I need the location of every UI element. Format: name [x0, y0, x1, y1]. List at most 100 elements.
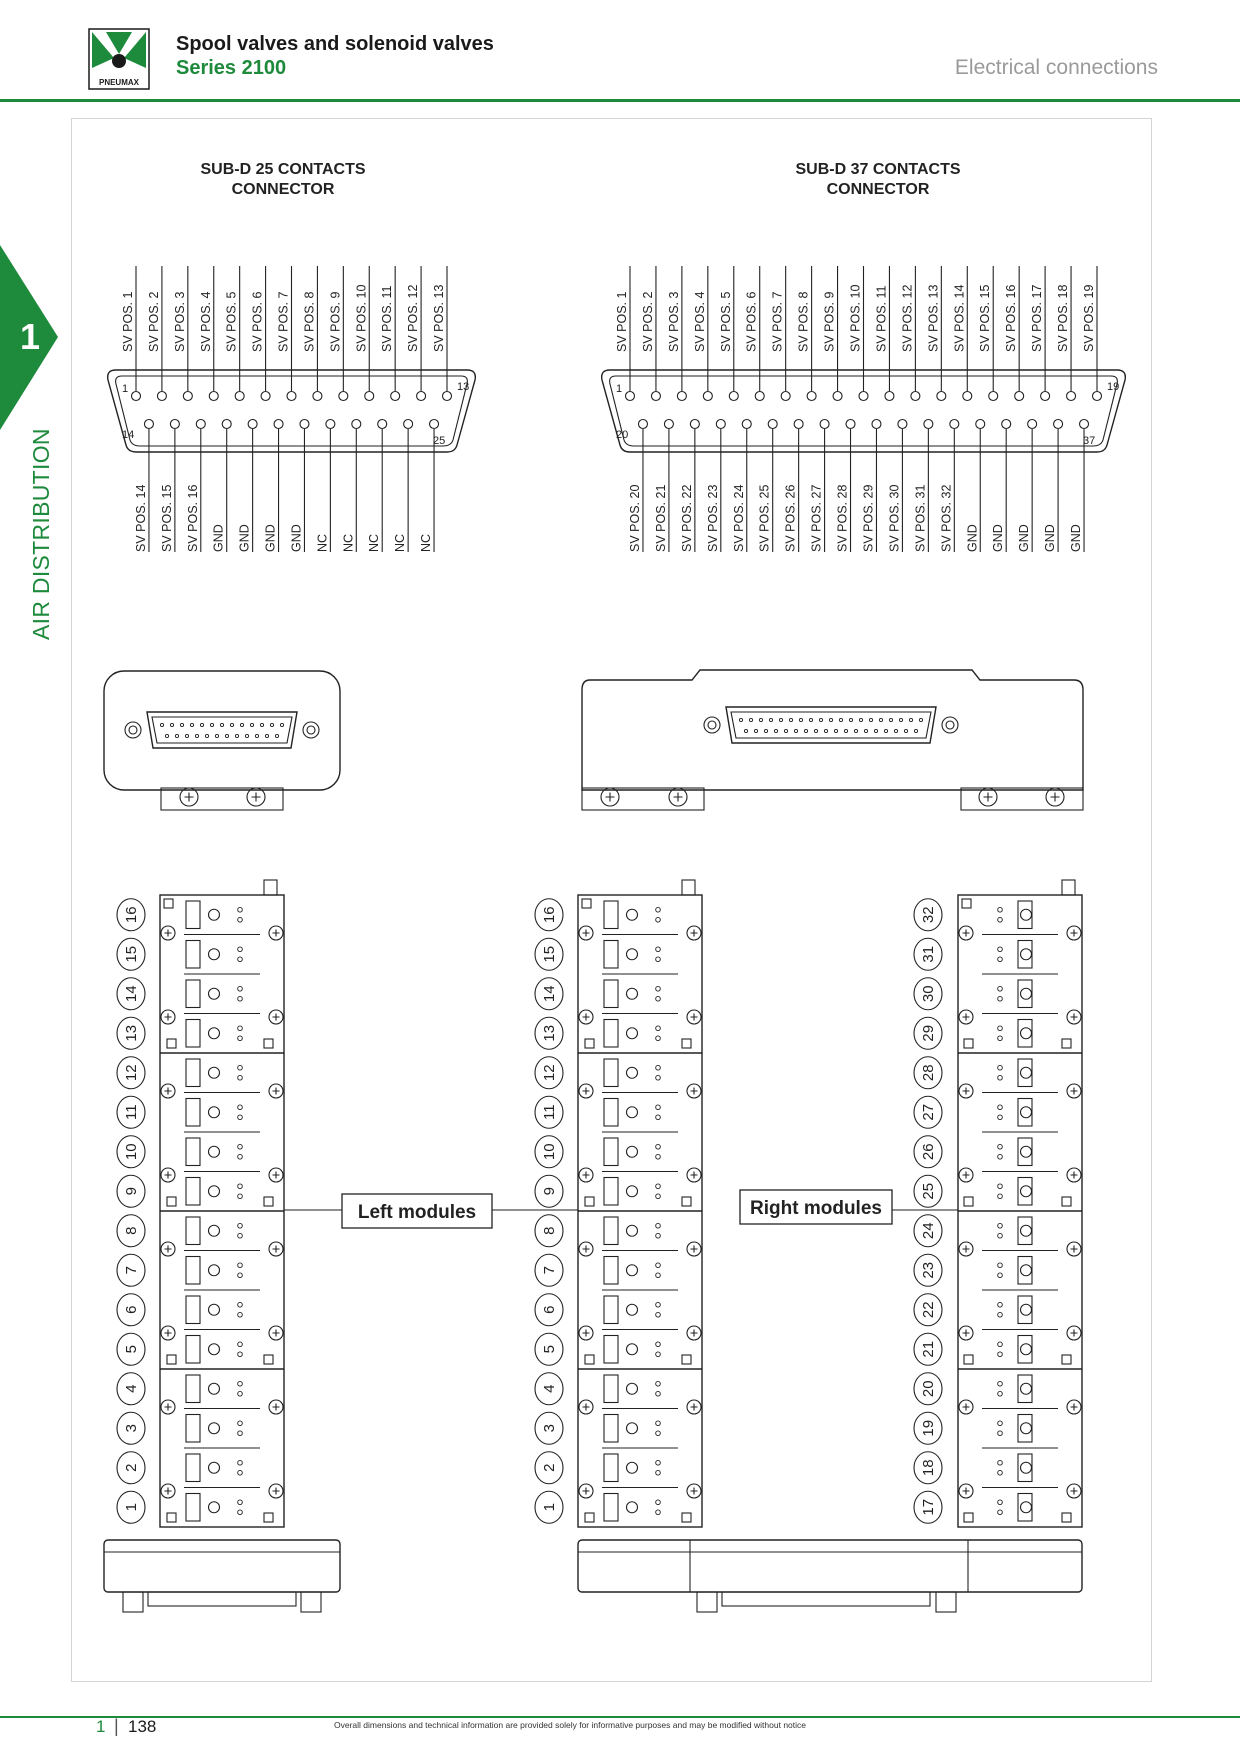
led-indicator	[1019, 1066, 1033, 1079]
page-title: Spool valves and solenoid valves	[176, 33, 494, 55]
port-dot	[237, 1459, 243, 1466]
dsub-pin	[783, 728, 789, 734]
position-number: 8	[541, 1227, 558, 1235]
module-tab	[581, 898, 592, 909]
pin-bottom	[897, 418, 908, 430]
position-number: 10	[123, 1143, 140, 1160]
hex-nut	[941, 716, 959, 734]
pin-top	[1091, 390, 1103, 402]
position-number: 27	[920, 1104, 937, 1121]
port-dot	[655, 917, 661, 923]
position-number: 9	[541, 1187, 558, 1195]
screw-slot	[962, 1245, 970, 1253]
led-indicator	[207, 908, 221, 921]
dsub-37-port-inner	[730, 711, 932, 739]
module-tab	[166, 1038, 177, 1049]
port-dot	[997, 1499, 1003, 1505]
position-bubble	[116, 977, 146, 1011]
dsub-pin	[908, 717, 914, 723]
position-bubble	[116, 1490, 146, 1524]
dsub-pin	[848, 717, 854, 723]
module-tab	[166, 1196, 177, 1207]
port-dot	[655, 1499, 661, 1505]
position-bubble	[534, 937, 564, 971]
dsub-pin	[858, 717, 864, 723]
position-number: 31	[920, 946, 937, 963]
port-dot	[997, 1222, 1003, 1229]
led-indicator	[625, 1461, 639, 1474]
module-tab	[166, 1512, 177, 1523]
screw-icon	[686, 925, 702, 941]
screw-slot	[983, 792, 993, 802]
port-dot	[237, 956, 243, 963]
hex-nut-hole	[707, 720, 717, 730]
position-number: 13	[541, 1025, 558, 1042]
port-dot	[997, 1301, 1003, 1308]
pin-bottom	[247, 418, 258, 430]
base-connector	[147, 1591, 297, 1607]
connector-shell-inner	[609, 375, 1118, 447]
screw-slot	[690, 1329, 698, 1337]
module-tab	[963, 1354, 974, 1365]
pin-bottom	[949, 418, 960, 430]
solenoid-coil	[185, 1058, 201, 1088]
pin-top	[624, 390, 636, 402]
pin-bottom	[403, 418, 414, 430]
dsub-pin	[883, 728, 889, 734]
screw-icon	[578, 1083, 594, 1099]
module-tab	[961, 898, 972, 909]
led-indicator	[1019, 1027, 1033, 1040]
port-dot	[237, 986, 243, 992]
pin-label: SV POS. 28	[836, 485, 850, 552]
pin-bottom	[428, 418, 440, 430]
screw-icon	[160, 1399, 176, 1415]
pin-label: SV POS. 23	[706, 485, 720, 552]
port-dot	[655, 1301, 661, 1308]
port-dot	[655, 1035, 661, 1041]
module-tab	[963, 1196, 974, 1207]
pin-label: SV POS. 2	[147, 292, 161, 352]
pin-label: SV POS. 5	[225, 292, 239, 352]
screw-slot	[1070, 1245, 1078, 1253]
screw-slot	[673, 792, 683, 802]
screw-icon	[958, 1241, 974, 1257]
dsub-pin	[748, 717, 754, 723]
solenoid-coil	[185, 1492, 201, 1522]
logo-wordmark: PNEUMAX	[99, 78, 140, 87]
led-indicator	[625, 1343, 639, 1356]
screw-slot	[251, 792, 261, 802]
position-bubble	[913, 1293, 943, 1327]
position-number: 26	[920, 1143, 937, 1160]
base-foot	[935, 1591, 957, 1613]
position-bubble	[116, 1332, 146, 1366]
position-number: 32	[920, 906, 937, 923]
led-indicator	[1019, 1382, 1033, 1395]
screw-icon	[268, 1399, 284, 1415]
port-dot	[237, 1430, 243, 1436]
screw-slot	[690, 1171, 698, 1179]
screw-icon	[958, 1325, 974, 1341]
position-number: 15	[123, 946, 140, 963]
port-dot	[237, 1390, 243, 1397]
solenoid-coil	[185, 979, 201, 1009]
pin-top	[806, 390, 817, 402]
pin-label: SV POS. 13	[432, 285, 446, 352]
pneumax-logo: PNEUMAX	[88, 28, 150, 90]
position-bubble	[913, 1490, 943, 1524]
port-dot	[997, 1272, 1003, 1278]
port-dot	[655, 1430, 661, 1436]
housing-37-base-left	[581, 787, 705, 811]
screw-icon	[1066, 1399, 1082, 1415]
pin-top	[650, 390, 661, 402]
dsub-pin	[768, 717, 774, 723]
position-number: 3	[541, 1424, 558, 1432]
screw-slot	[1070, 1329, 1078, 1337]
solenoid-coil	[185, 1255, 201, 1285]
pin-label: SV POS. 30	[887, 485, 901, 552]
port-dot	[997, 1153, 1003, 1160]
port-dot	[237, 1469, 243, 1476]
port-dot	[997, 1459, 1003, 1466]
screw-slot	[582, 1171, 590, 1179]
position-bubble	[913, 1214, 943, 1248]
pin-label: SV POS. 6	[251, 292, 265, 352]
